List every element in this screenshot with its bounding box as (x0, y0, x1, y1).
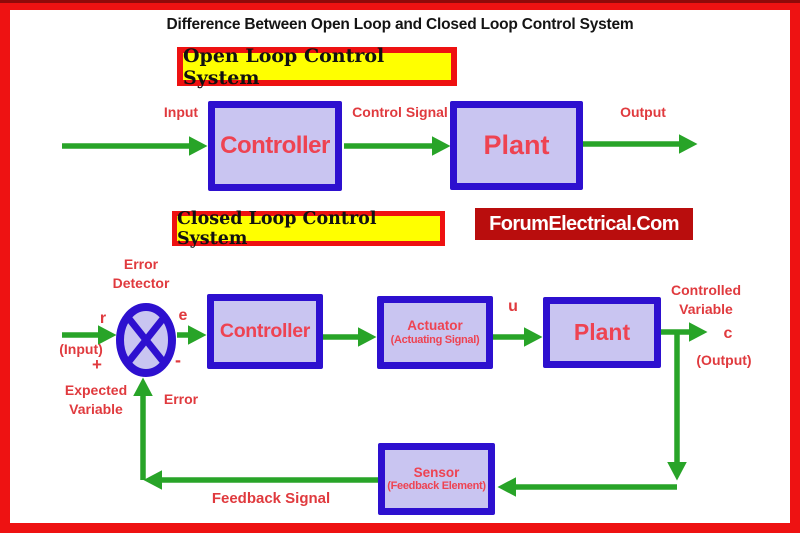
controlled-variable-line1: Controlled (671, 282, 741, 298)
frame-top-accent (0, 0, 800, 3)
closed-loop-banner-label: Closed Loop Control System (177, 208, 377, 249)
sensor-label: Sensor (413, 464, 460, 480)
brand-label: ForumElectrical.Com (489, 212, 679, 235)
controlled-variable-line2: Variable (679, 300, 733, 317)
feedback-signal-label: Feedback Signal (211, 490, 331, 507)
error-detector-label: Error Detector (113, 255, 170, 293)
controlled-variable-label: Controlled Variable (671, 281, 741, 319)
closed-input-label: (Input) (59, 341, 103, 357)
reference-r-label: r (99, 310, 107, 327)
closed-loop-banner: Closed Loop Control System (172, 208, 445, 249)
open-loop-controller-block: Controller (208, 101, 342, 191)
minus-sign-label: - (175, 350, 181, 370)
sensor-block: Sensor (Feedback Element) (378, 443, 495, 515)
expected-variable-label: Expected Variable (65, 381, 127, 419)
error-detector-junction (116, 303, 176, 377)
closed-loop-plant-block: Plant (543, 297, 661, 368)
actuating-signal-label: (Actuating Signal) (390, 333, 480, 346)
output-c-label: c (723, 325, 733, 342)
error-detector-line2: Detector (112, 274, 170, 291)
open-loop-banner-label: Open Loop Control System (183, 44, 385, 89)
actuator-label: Actuator (407, 318, 463, 334)
closed-output-label: (Output) (696, 352, 752, 368)
error-detector-line1: Error (123, 256, 159, 272)
error-word-label: Error (163, 391, 199, 407)
expected-variable-line2: Variable (69, 400, 123, 417)
summing-cross-icon (123, 313, 169, 367)
feedback-element-label: (Feedback Element) (387, 480, 486, 493)
closed-loop-plant-label: Plant (573, 319, 631, 346)
u-signal-label: u (508, 298, 518, 315)
expected-variable-line1: Expected (64, 382, 128, 398)
brand-banner: ForumElectrical.Com (475, 208, 693, 240)
open-output-label: Output (620, 104, 666, 120)
open-loop-plant-label: Plant (483, 129, 550, 160)
page-title: Difference Between Open Loop and Closed … (166, 16, 634, 33)
actuator-block: Actuator (Actuating Signal) (377, 296, 493, 369)
plus-sign-label: + (92, 355, 102, 374)
open-loop-banner: Open Loop Control System (177, 44, 457, 89)
closed-loop-controller-label: Controller (219, 320, 311, 343)
error-e-label: e (178, 307, 188, 324)
closed-loop-controller-block: Controller (207, 294, 323, 369)
green-arrow-group (62, 134, 708, 497)
open-input-label: Input (163, 104, 199, 120)
open-loop-plant-block: Plant (450, 101, 583, 190)
control-signal-label: Control Signal (352, 104, 448, 120)
open-loop-controller-label: Controller (220, 132, 330, 160)
